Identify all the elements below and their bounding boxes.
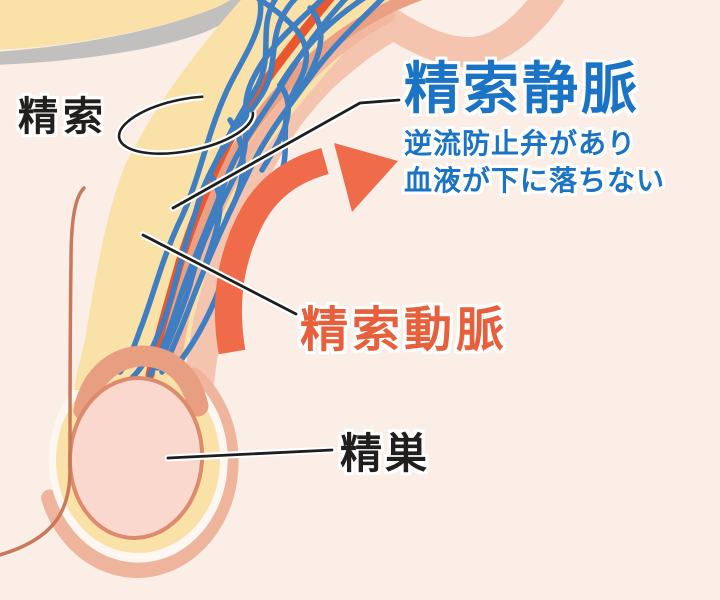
vein-leader-line: [171, 98, 401, 210]
label-vein-description-line1: 逆流防止弁があり: [404, 127, 637, 159]
leader-lines: [139, 96, 403, 462]
testis-leader-line: [166, 448, 334, 460]
epididymis: [73, 345, 209, 421]
label-testis: 精巣: [340, 430, 431, 477]
label-vein-description-line2: 血液が下に落ちない: [404, 164, 666, 196]
blood-flow-arrow: [214, 143, 398, 355]
cord-ellipse-annotation: [115, 92, 257, 158]
label-spermatic-vein-title: 精索静脈: [404, 57, 640, 120]
label-vein-description: 逆流防止弁があり 血液が下に落ちない: [404, 125, 665, 199]
body-contour-line: [0, 186, 86, 557]
abdominal-gray-band: [0, 0, 257, 65]
abdominal-yellow-band: [0, 0, 241, 50]
scrotum-white-gap-layer: [48, 367, 228, 563]
scrotum-outer-layer: [41, 367, 239, 578]
label-spermatic-cord: 精索: [18, 95, 108, 139]
artery-leader-line: [141, 233, 298, 316]
label-spermatic-vein-block: 精索静脈 逆流防止弁があり 血液が下に落ちない: [404, 57, 665, 199]
label-spermatic-artery: 精索動脈: [300, 304, 509, 357]
